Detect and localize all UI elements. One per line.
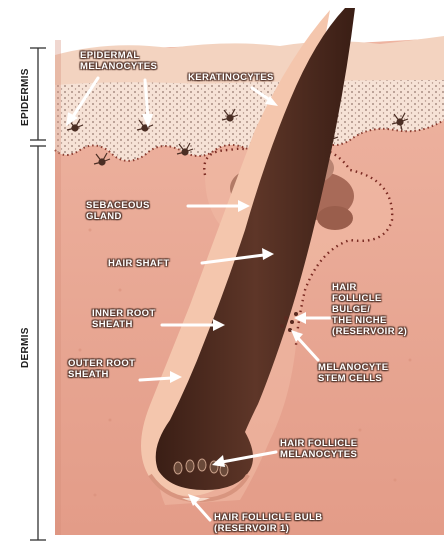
label-keratinocytes: KERATINOCYTES [188, 72, 274, 83]
label-inner-root-sheath: INNER ROOT SHEATH [92, 308, 156, 330]
epidermis-side-label: EPIDERMIS [20, 68, 31, 126]
label-hair-shaft: HAIR SHAFT [108, 258, 170, 269]
label-epidermal-melanocytes: EPIDERMAL MELANOCYTES [80, 50, 157, 72]
label-sebaceous-gland: SEBACEOUS GLAND [86, 200, 150, 222]
label-hair-follicle-melanocytes: HAIR FOLLICLE MELANOCYTES [280, 438, 358, 460]
label-hair-follicle-bulb: HAIR FOLLICLE BULB (RESERVOIR 1) [214, 512, 323, 534]
label-melanocyte-stem-cells: MELANOCYTE STEM CELLS [318, 362, 389, 384]
label-hair-follicle-bulge: HAIR FOLLICLE BULGE/ THE NICHE (RESERVOI… [332, 282, 407, 337]
dermis-side-label: DERMIS [20, 327, 31, 368]
label-outer-root-sheath: OUTER ROOT SHEATH [68, 358, 135, 380]
